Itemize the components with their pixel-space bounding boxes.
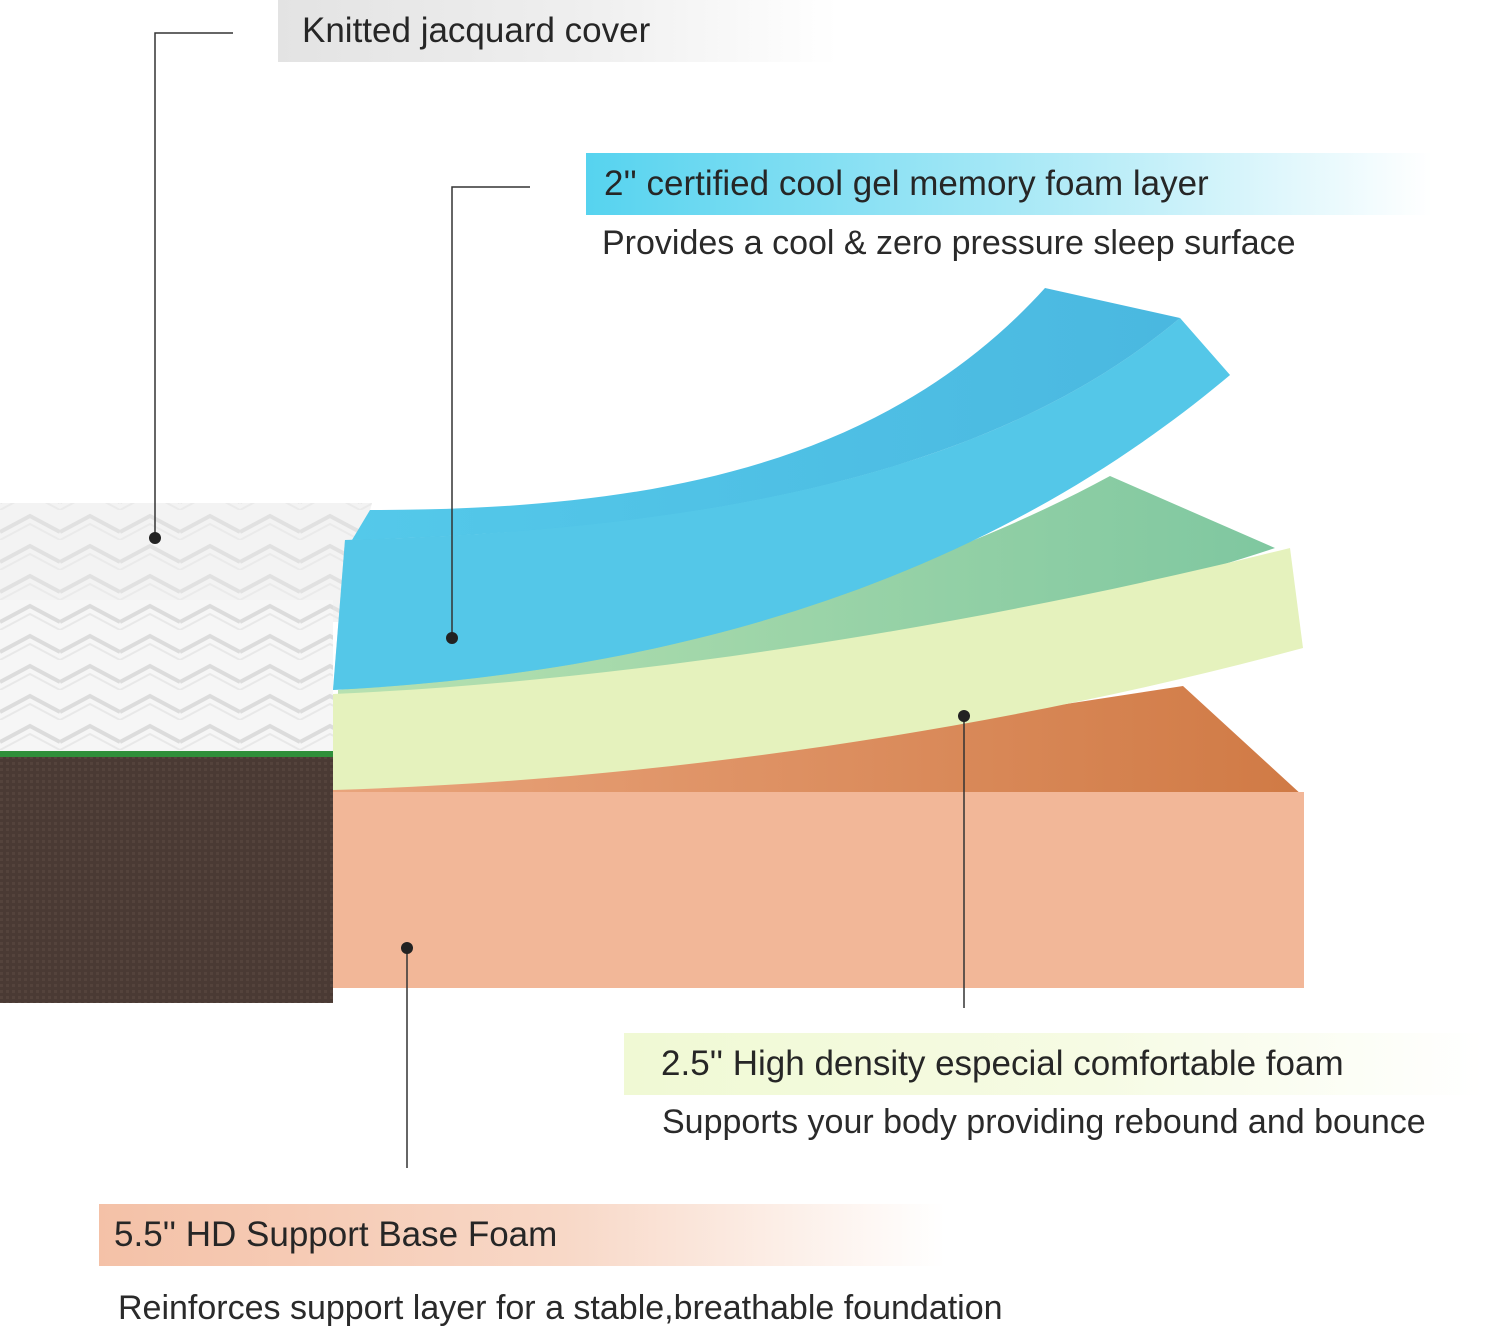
cover-layer-title: Knitted jacquard cover (278, 0, 838, 62)
gel-layer-title: 2'' certified cool gel memory foam layer (586, 153, 1432, 215)
cover-bottom-fabric (0, 757, 333, 1003)
comfort-foam-front (333, 548, 1303, 790)
comfort-layer-title: 2.5'' High density especial comfortable … (624, 1033, 1484, 1095)
gel-foam-layer (333, 288, 1230, 690)
gel-foam-front (333, 318, 1230, 690)
comfort-foam-top (338, 476, 1275, 700)
cover-marker-dot (149, 532, 161, 544)
base-layer-description: Reinforces support layer for a stable,br… (118, 1289, 1003, 1327)
cover-green-trim (0, 751, 333, 758)
base-layer-title: 5.5'' HD Support Base Foam (99, 1204, 945, 1266)
comfort-foam-layer (333, 476, 1303, 790)
base-marker-dot (401, 942, 413, 954)
mattress-cover-section (0, 503, 372, 1003)
gel-layer-description: Provides a cool & zero pressure sleep su… (602, 224, 1296, 262)
comfort-layer-description: Supports your body providing rebound and… (662, 1103, 1426, 1141)
base-foam-front (333, 792, 1304, 988)
leader-markers (149, 532, 970, 954)
cover-leader-line (154, 32, 233, 538)
gel-foam-top (352, 288, 1180, 540)
gel-leader-line (451, 186, 530, 638)
gel-marker-dot (446, 632, 458, 644)
leader-lines (154, 32, 965, 1168)
comfort-marker-dot (958, 710, 970, 722)
